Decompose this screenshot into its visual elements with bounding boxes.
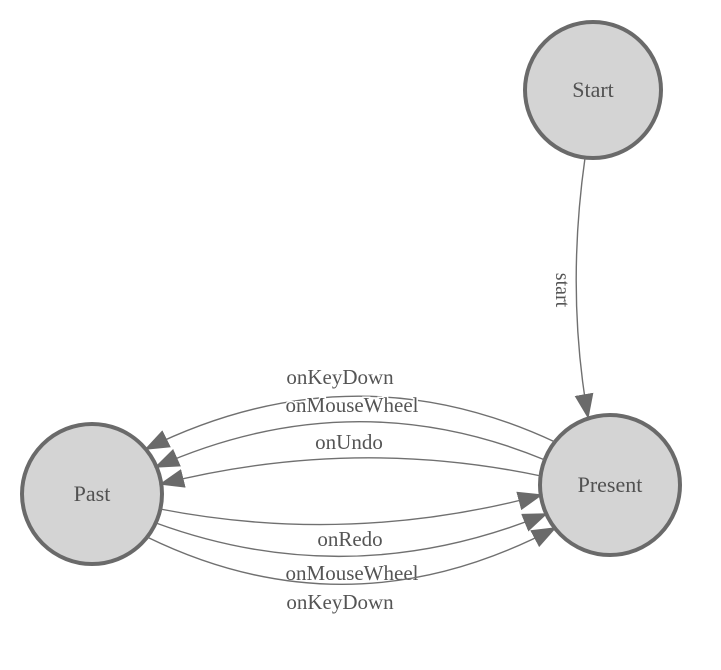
edge-present-to-past-onundo[interactable] [159, 457, 542, 488]
node-start-label: Start [572, 77, 614, 102]
edge-label-onkeydown-top: onKeyDown [286, 365, 394, 389]
edge-present-to-past-onkeydown[interactable] [144, 395, 556, 450]
edge-start-to-present[interactable] [574, 157, 594, 419]
edge-present-to-past-onmousewheel[interactable] [154, 420, 546, 468]
node-present[interactable]: Present [538, 413, 682, 557]
edge-label-onredo: onRedo [317, 527, 382, 551]
node-past[interactable]: Past [20, 422, 164, 566]
node-past-label: Past [74, 481, 111, 506]
edge-label-onundo: onUndo [315, 430, 383, 454]
node-past-circle[interactable] [20, 422, 164, 566]
node-present-label: Present [578, 472, 643, 497]
edge-past-to-present-onredo[interactable] [159, 491, 543, 526]
edge-label-onmousewheel-bottom: onMouseWheel [286, 561, 419, 585]
edge-label-start: start [551, 273, 573, 308]
node-start-circle[interactable] [523, 20, 663, 160]
edge-past-to-present-onmousewheel[interactable] [155, 513, 548, 558]
node-start[interactable]: Start [523, 20, 663, 160]
edge-label-onmousewheel-top: onMouseWheel [286, 393, 419, 417]
edge-past-to-present-onkeydown[interactable] [146, 527, 557, 585]
node-present-circle[interactable] [538, 413, 682, 557]
edge-label-onkeydown-bottom: onKeyDown [286, 590, 394, 614]
